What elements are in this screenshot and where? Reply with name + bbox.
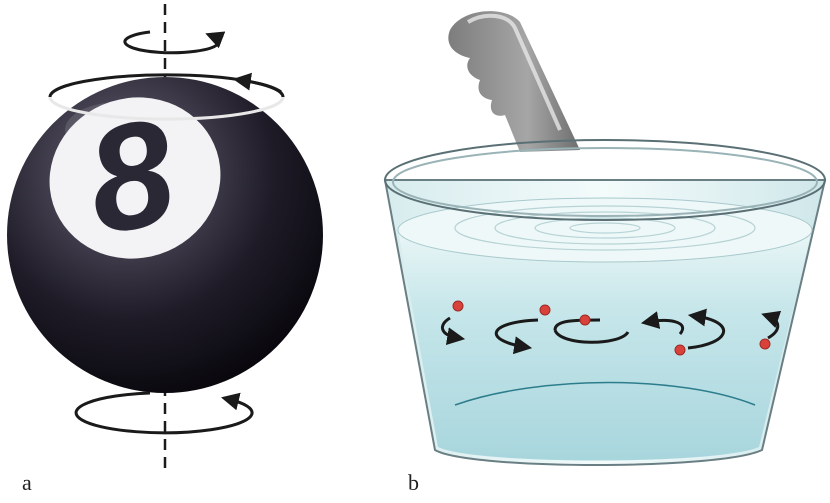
particle: [760, 339, 770, 349]
panel-label-b: b: [408, 470, 419, 496]
particle: [580, 315, 590, 325]
pot-handle: [448, 11, 580, 152]
rotation-arrow-icon: [125, 32, 219, 53]
panel-label-a: a: [22, 470, 32, 496]
particle: [453, 301, 463, 311]
panel-b: [385, 11, 825, 465]
panel-a: 8: [7, 4, 323, 470]
particle: [675, 345, 685, 355]
particle: [540, 305, 550, 315]
water: [398, 230, 812, 461]
